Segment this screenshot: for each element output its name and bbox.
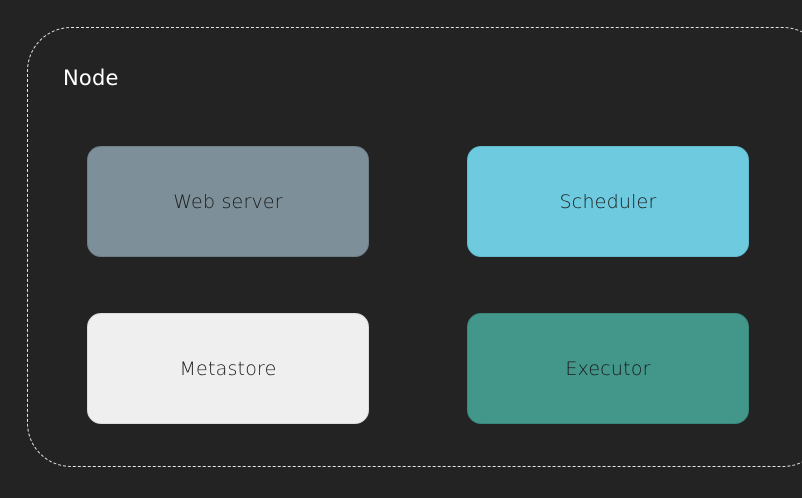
executor-box: Executor xyxy=(467,313,749,424)
metastore-box: Metastore xyxy=(87,313,369,424)
node-boundary xyxy=(27,27,802,467)
web-server-box: Web server xyxy=(87,146,369,257)
metastore-label: Metastore xyxy=(179,357,277,380)
executor-label: Executor xyxy=(565,357,651,380)
scheduler-label: Scheduler xyxy=(559,190,657,213)
scheduler-box: Scheduler xyxy=(467,146,749,257)
web-server-label: Web server xyxy=(173,190,283,213)
node-label: Node xyxy=(63,66,119,90)
